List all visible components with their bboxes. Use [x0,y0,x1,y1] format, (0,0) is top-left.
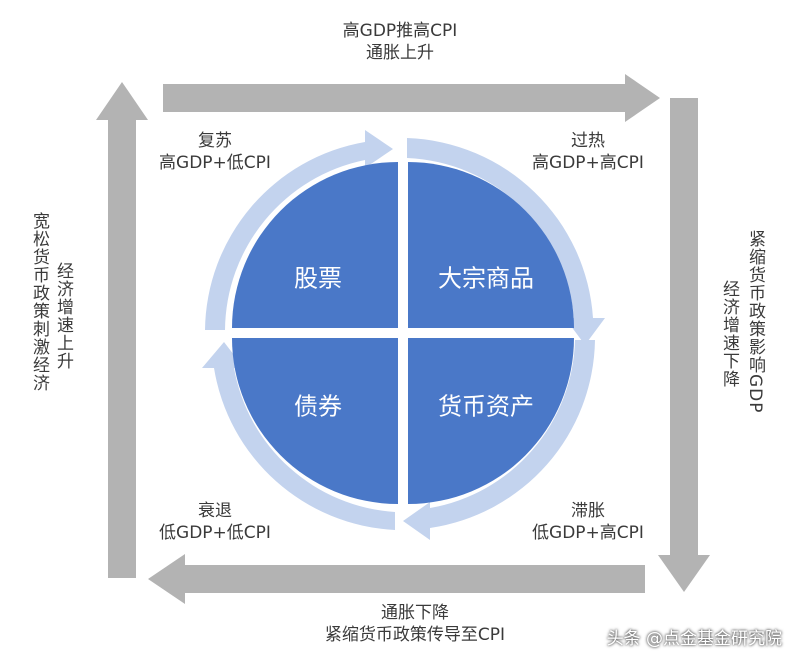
quadrants [232,162,574,504]
phase-stagflation-condition: 低GDP+高CPI [532,523,644,543]
quadrant-label-bonds: 债券 [294,392,342,421]
phase-recovery-name: 复苏 [198,131,232,151]
quadrant-top-left [232,162,398,328]
cycle-ring [202,130,605,540]
phase-overheat-condition: 高GDP+高CPI [532,153,644,173]
phase-stagflation-name: 滞胀 [571,501,605,521]
bottom-arrow [148,554,645,604]
top-edge-line2: 通胀上升 [366,43,434,63]
watermark: 头条 @点金基金研究院 [606,629,782,649]
right-edge-col1: 紧缩货币政策影响GDP [745,230,765,414]
left-edge-col2: 经济增速上升 [53,262,73,370]
right-edge-col2: 经济增速下降 [719,280,739,388]
quadrant-label-stocks: 股票 [294,264,342,293]
phase-stagflation: 滞胀 低GDP+高CPI [508,500,668,544]
phase-overheat: 过热 高GDP+高CPI [508,130,668,174]
phase-recession: 衰退 低GDP+低CPI [140,500,290,544]
quadrant-bottom-right [408,338,574,504]
bottom-edge-text: 通胀下降 紧缩货币政策传导至CPI [280,602,550,646]
bottom-edge-line1: 通胀下降 [381,603,449,623]
phase-overheat-name: 过热 [571,131,605,151]
quadrant-bottom-left [232,338,398,504]
top-edge-line1: 高GDP推高CPI [342,21,458,41]
bottom-edge-line2: 紧缩货币政策传导至CPI [324,625,506,645]
ring-arc-bottom-right [403,340,595,540]
ring-arc-top-right [407,138,605,345]
phase-recession-name: 衰退 [198,501,232,521]
phase-recession-condition: 低GDP+低CPI [159,523,271,543]
quadrant-label-cash: 货币资产 [438,392,534,421]
phase-recovery-condition: 高GDP+低CPI [159,153,271,173]
left-edge-col1: 宽松货币政策刺激经济 [29,212,49,392]
ring-arc-top-left [205,130,393,330]
top-arrow [163,74,660,122]
phase-recovery: 复苏 高GDP+低CPI [140,130,290,174]
top-edge-text: 高GDP推高CPI 通胀上升 [310,20,490,64]
ring-arc-bottom-left [202,342,395,530]
quadrant-top-right [408,162,574,328]
left-arrow [96,82,148,578]
right-arrow [658,98,710,592]
quadrant-label-commodities: 大宗商品 [438,264,534,293]
